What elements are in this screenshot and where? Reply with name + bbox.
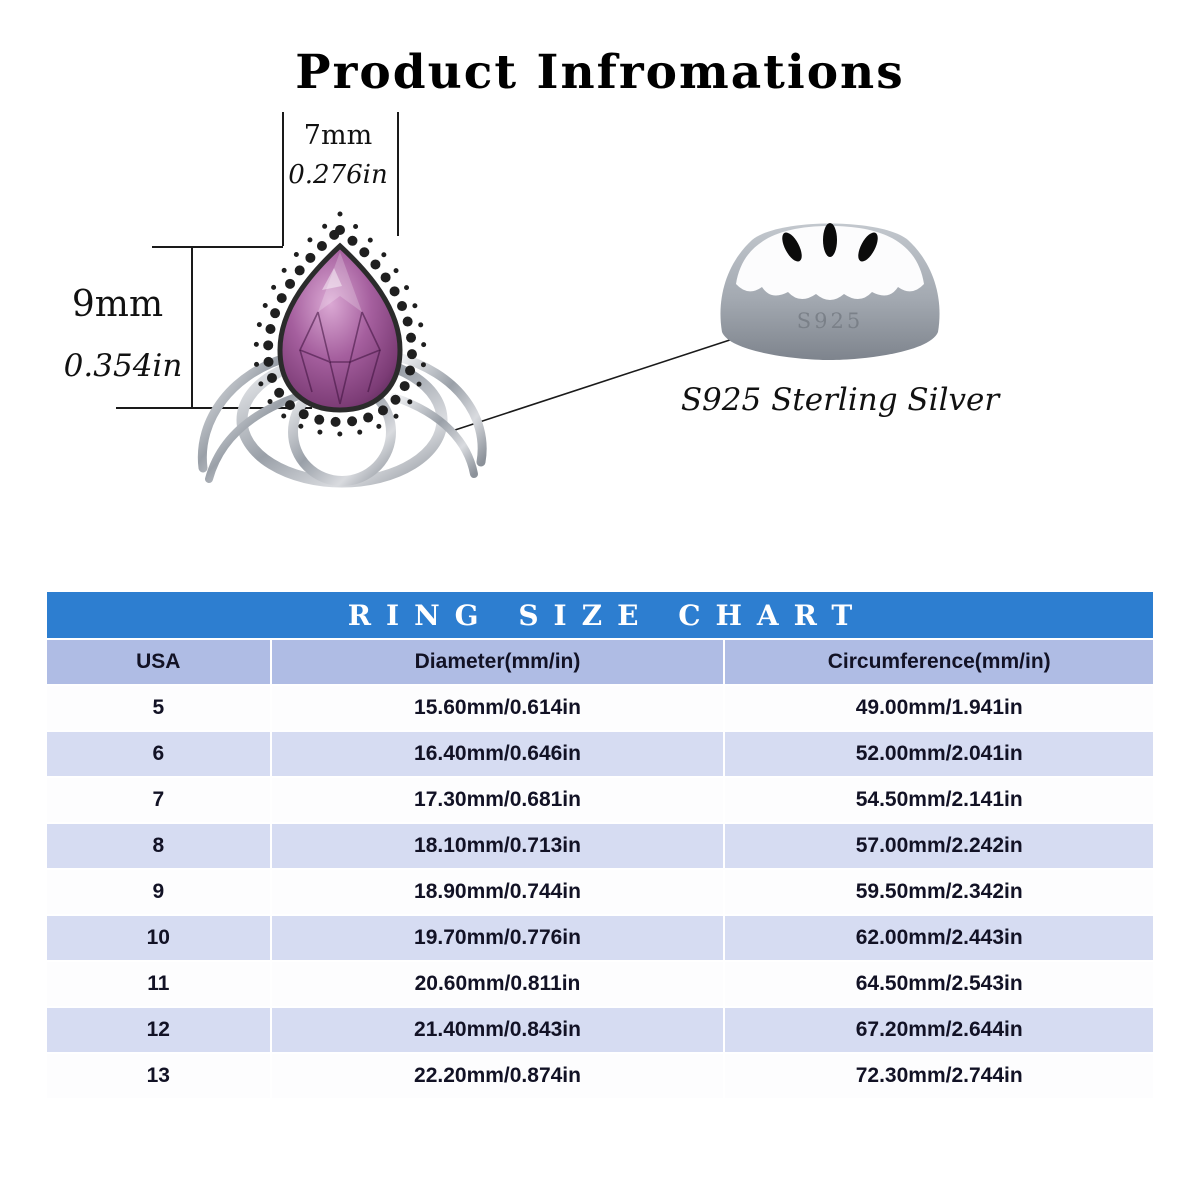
usa-size-cell: 10	[45, 914, 272, 962]
usa-size-cell: 8	[45, 822, 272, 870]
diameter-cell: 22.20mm/0.874in	[269, 1052, 726, 1100]
column-header-diameter: Diameter(mm/in)	[269, 638, 726, 686]
circumference-cell: 57.00mm/2.242in	[723, 822, 1155, 870]
circumference-cell: 64.50mm/2.543in	[723, 960, 1155, 1008]
stone-width-mm-label: 7mm	[303, 120, 373, 151]
circumference-cell: 59.50mm/2.342in	[723, 868, 1155, 916]
circumference-cell: 52.00mm/2.041in	[723, 730, 1155, 778]
diameter-cell: 15.60mm/0.614in	[269, 684, 726, 732]
diameter-cell: 17.30mm/0.681in	[269, 776, 726, 824]
usa-size-cell: 5	[45, 684, 272, 732]
diameter-cell: 18.90mm/0.744in	[269, 868, 726, 916]
stone-height-mm-label: 9mm	[71, 284, 164, 325]
ring-size-chart: RING SIZE CHART USA Diameter(mm/in) Circ…	[45, 590, 1155, 1100]
diameter-cell: 16.40mm/0.646in	[269, 730, 726, 778]
chart-title: RING SIZE CHART	[45, 590, 1155, 638]
circumference-cell: 49.00mm/1.941in	[723, 684, 1155, 732]
usa-size-cell: 7	[45, 776, 272, 824]
leader-line	[454, 335, 743, 431]
diameter-cell: 18.10mm/0.713in	[269, 822, 726, 870]
dimension-lines	[116, 112, 743, 431]
petal-marks	[782, 223, 878, 262]
usa-size-cell: 6	[45, 730, 272, 778]
circumference-cell: 54.50mm/2.141in	[723, 776, 1155, 824]
silver-band-piece: S925	[720, 223, 940, 360]
product-diagram: S925	[116, 112, 940, 488]
usa-size-cell: 12	[45, 1006, 272, 1054]
diameter-cell: 19.70mm/0.776in	[269, 914, 726, 962]
column-header-row: USA Diameter(mm/in) Circumference(mm/in)	[45, 638, 1155, 686]
gemstone	[277, 242, 403, 413]
stone-width-in-label: 0.276in	[288, 160, 388, 190]
ring-size-table: USA Diameter(mm/in) Circumference(mm/in)…	[45, 638, 1155, 1100]
material-caption: S925 Sterling Silver	[680, 382, 1000, 418]
beaded-halo	[253, 210, 427, 437]
engraving-text: S925	[797, 309, 863, 333]
circumference-cell: 67.20mm/2.644in	[723, 1006, 1155, 1054]
stone-height-in-label: 0.354in	[63, 348, 183, 384]
usa-size-cell: 9	[45, 868, 272, 916]
circumference-cell: 62.00mm/2.443in	[723, 914, 1155, 962]
column-header-usa: USA	[45, 638, 272, 686]
circumference-cell: 72.30mm/2.744in	[723, 1052, 1155, 1100]
page-title: Product Infromations	[295, 45, 905, 101]
column-header-circumference: Circumference(mm/in)	[723, 638, 1155, 686]
diameter-cell: 21.40mm/0.843in	[269, 1006, 726, 1054]
usa-size-cell: 11	[45, 960, 272, 1008]
diameter-cell: 20.60mm/0.811in	[269, 960, 726, 1008]
usa-size-cell: 13	[45, 1052, 272, 1100]
